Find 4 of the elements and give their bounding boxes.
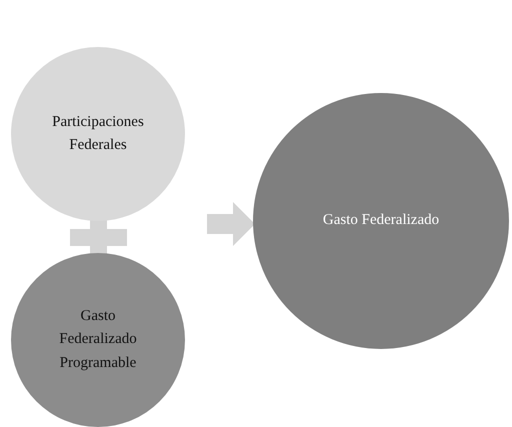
circle-label: Gasto Federalizado Programable bbox=[58, 307, 138, 373]
circle-label: Gasto Federalizado bbox=[322, 211, 440, 230]
block-arrow bbox=[207, 202, 255, 246]
circle-label: Participaciones Federales bbox=[51, 112, 145, 155]
